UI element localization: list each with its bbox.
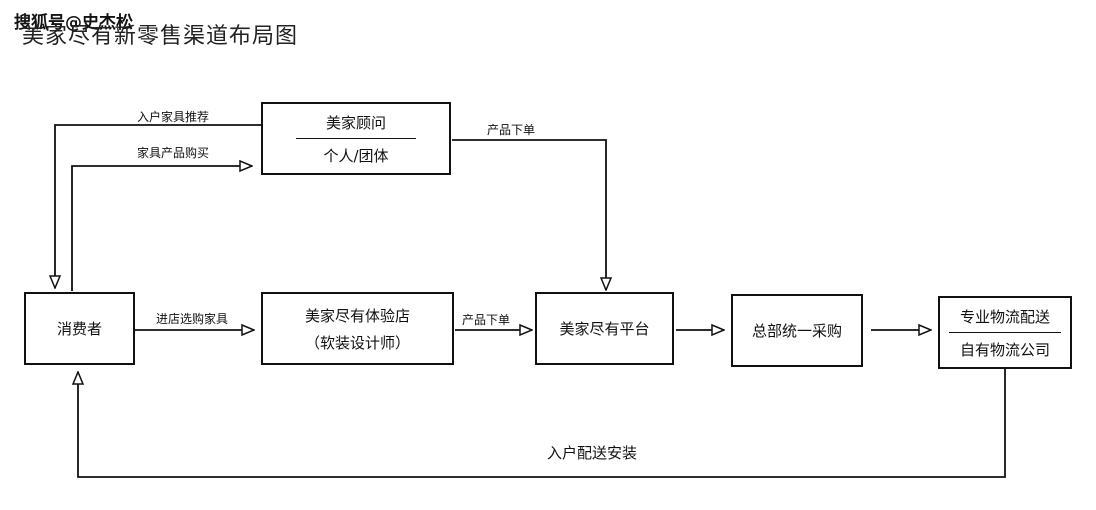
edge-install xyxy=(78,369,1006,478)
logistics-label: 专业物流配送 xyxy=(959,307,1050,326)
logistics-divider xyxy=(949,331,1061,333)
diagram-title: 美家尽有新零售渠道布局图 xyxy=(22,24,299,49)
watermark: 搜狐号@史杰松 xyxy=(14,13,133,33)
store-sublabel: （软装设计师） xyxy=(304,333,410,352)
advisor-divider xyxy=(296,137,416,139)
edge-home-recommend xyxy=(55,124,262,288)
edge-label-install: 入户配送安装 xyxy=(547,444,638,462)
node-platform: 美家尽有平台 xyxy=(535,292,674,365)
logistics-sublabel: 自有物流公司 xyxy=(959,340,1050,359)
edge-label-order-top: 产品下单 xyxy=(487,123,536,137)
node-advisor: 美家顾问 个人/团体 xyxy=(261,102,451,175)
edge-label-store-visit: 进店选购家具 xyxy=(156,312,229,326)
edge-furniture-buy xyxy=(71,166,252,291)
edge-label-order-mid: 产品下单 xyxy=(462,313,511,327)
advisor-sublabel: 个人/团体 xyxy=(323,146,389,165)
edge-label-home-recommend: 入户家具推荐 xyxy=(137,110,210,124)
consumer-label: 消费者 xyxy=(56,320,102,338)
purchase-label: 总部统一采购 xyxy=(751,322,842,340)
node-central-purchase: 总部统一采购 xyxy=(731,294,863,367)
store-label: 美家尽有体验店 xyxy=(304,306,410,325)
platform-label: 美家尽有平台 xyxy=(559,320,650,338)
node-experience-store: 美家尽有体验店 （软装设计师） xyxy=(261,292,454,365)
advisor-label: 美家顾问 xyxy=(325,113,386,132)
edge-label-furniture-buy: 家具产品购买 xyxy=(137,146,210,160)
node-logistics: 专业物流配送 自有物流公司 xyxy=(938,296,1072,369)
node-consumer: 消费者 xyxy=(24,292,135,365)
edge-order-top xyxy=(452,139,606,290)
